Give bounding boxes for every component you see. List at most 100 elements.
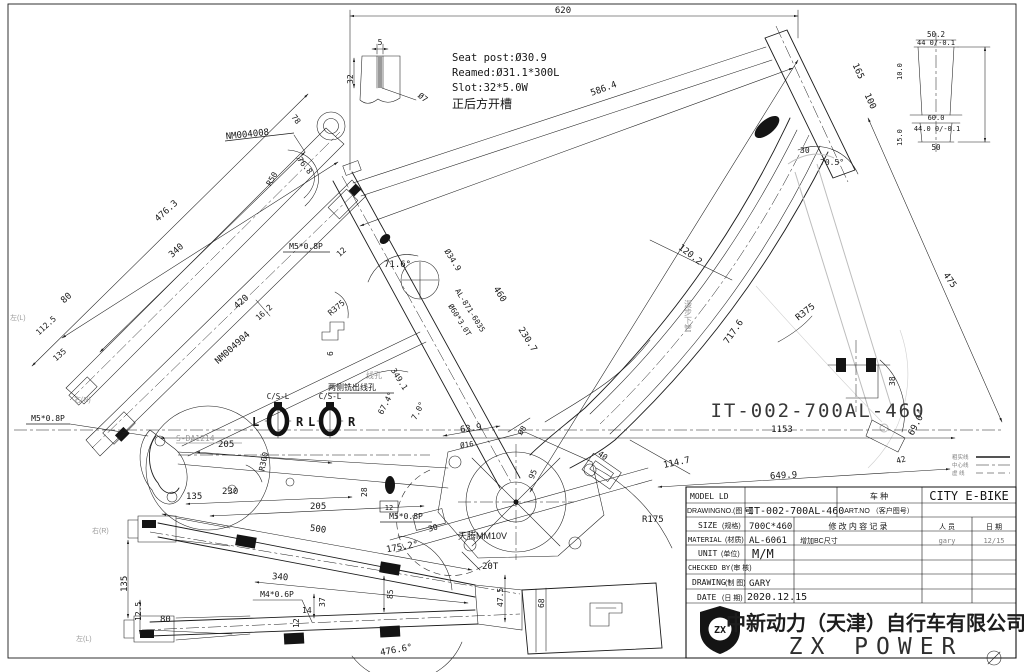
tb-unit-cn: (单位) [721, 549, 740, 558]
dim-586-4: 586.4 [589, 80, 618, 99]
dim-d16: Ø16 [460, 439, 475, 450]
dim-slot-32: 32 [346, 74, 355, 84]
dim-stay-80: 80 [59, 291, 74, 306]
note-slot-cn: 正后方开槽 [452, 96, 512, 111]
part-no-fork: NM004008 [225, 128, 269, 142]
dim-stay-112-5: 112.5 [34, 314, 58, 337]
dim-tv-12-5: 12.5 [134, 602, 143, 621]
bolt-m4: M4*0.6P [260, 590, 294, 599]
dim-500: 500 [309, 524, 326, 536]
dim-100: 100 [862, 92, 878, 111]
linetype-legend: 粗实线 中心线 虚 线 [952, 453, 1010, 477]
dim-stay-135: 135 [51, 347, 68, 363]
note-reamed: Reamed:Ø31.1*300L [452, 67, 559, 79]
dim-r175: R175 [642, 515, 664, 525]
tb-checked-label: CHECKED BY [688, 564, 731, 572]
label-downtube-cn: 漫步下管 [684, 299, 693, 333]
label-right-r-tv: 右(R) [92, 526, 109, 535]
dim-70-5: 70.5° [820, 158, 844, 167]
tb-rev1-date: 12/15 [983, 537, 1004, 545]
legend-hidden-label: 虚 线 [952, 469, 965, 477]
dim-r300: R300 [257, 451, 270, 472]
dim-tv-14: 14 [302, 606, 312, 615]
dim-slot-d7: Ø7 [416, 90, 430, 104]
frame-side-view [14, 25, 1003, 560]
dim-28: 28 [360, 487, 369, 497]
tb-rev1-person: gary [939, 537, 956, 545]
label-csl-1: C/S-L [267, 392, 290, 401]
tb-material-label: MATERIAL [688, 536, 722, 544]
dim-120-2: 120.2 [676, 243, 704, 268]
dim-205-a: 205 [218, 440, 234, 450]
dim-stay-16-2: 16.2 [254, 303, 274, 323]
legend-center-label: 中心线 [952, 461, 969, 469]
dim-fork-476: 476.3 [153, 199, 180, 225]
dim-tv-135: 135 [120, 576, 130, 592]
label-l-2: L [308, 415, 315, 429]
tb-drawingno-label: DRAWINGNO.(图 号) [687, 507, 754, 515]
stay-assembly-lower [61, 161, 367, 457]
dim-620: 620 [555, 6, 571, 16]
label-right-r-stay: 右(R) [74, 395, 91, 404]
label-csl-2: C/S-L [319, 392, 342, 401]
tb-checked-cn: (审 核) [731, 563, 752, 572]
part-no-stay: NM004904 [213, 330, 252, 366]
dim-76-8: 76.8 [295, 155, 314, 176]
label-l-1: L [252, 415, 259, 429]
dimension-labels: 476.3 340 NM004008 R50 76.8 78 12 M5*0.8… [10, 6, 960, 658]
dim-63-9: 63.9 [460, 423, 483, 436]
dim-67-4: 67.4° [376, 391, 395, 416]
dim-ht-44-top: 44 0/-0.1 [917, 39, 955, 47]
tb-size-value: 700C*460 [749, 522, 792, 532]
company-logo: ZX [700, 606, 740, 654]
dim-68: 68 [537, 598, 547, 608]
dim-ht-10: 10.0 [896, 63, 904, 80]
tb-drawingno-value: IT-002-700AL-460 [748, 506, 844, 517]
tb-drawing-cn: (制 图) [725, 578, 746, 587]
dim-71-6: 71.6° [384, 260, 411, 270]
tb-drawing-value: GARY [749, 579, 771, 589]
dim-ht-44-bot: 44.0 0/-0.1 [914, 125, 960, 133]
tb-date-value: 2020.12.15 [747, 592, 807, 603]
dim-42: 42 [895, 454, 907, 465]
dim-tv-340: 340 [272, 572, 289, 583]
part-no-main: IT-002-700AL-460 [710, 400, 925, 422]
legend-solid-label: 粗实线 [952, 453, 969, 461]
note-slot: Slot:32*5.0W [452, 82, 529, 94]
tb-material-value: AL-6061 [749, 536, 787, 546]
dim-tv-80: 80 [160, 615, 171, 625]
note-seatpost: Seat post:Ø30.9 [452, 52, 547, 64]
title-block: MODEL LD 车 种 CITY E-BIKE DRAWINGNO.(图 号)… [685, 486, 1024, 660]
dim-95: 95 [527, 468, 539, 480]
tb-vehicle-cn: 车 种 [870, 491, 888, 501]
dim-620 [349, 9, 799, 171]
seatpost-slot-detail [352, 43, 417, 104]
cable-guide-symbols [264, 402, 344, 439]
bolt-m5-stay: M5*0.8P [289, 242, 323, 251]
dim-175-2: 175.2° [386, 540, 420, 555]
tb-unit-value: M/M [752, 547, 774, 561]
dim-tv-37: 37 [318, 597, 327, 607]
dim-ht-15: 15.0 [896, 129, 904, 146]
tb-person-header: 人 员 [939, 523, 955, 531]
tb-model-label: MODEL LD [690, 492, 729, 501]
dim-20t: 20T [482, 562, 499, 572]
dim-460: 460 [491, 285, 508, 304]
tb-date-cn: (日 期) [722, 594, 743, 602]
projection-symbol [986, 650, 1002, 666]
dim-78: 78 [289, 113, 302, 126]
label-wire-hole: 线孔 [366, 370, 382, 380]
dim-649-9: 649.9 [770, 470, 798, 481]
dim-717-6: 717.6 [722, 318, 746, 346]
part-no-hanger: S-DA1214 [176, 434, 215, 443]
label-motor: 天腾MM10V [458, 530, 507, 541]
dim-205-b: 205 [310, 502, 326, 512]
tb-rev-header: 修 改 内 容 记 录 [828, 521, 887, 531]
tb-date-header: 日 期 [986, 523, 1002, 531]
dim-slot-5: 5 [378, 38, 383, 47]
dim-d34-9: Ø34.9 [442, 247, 463, 273]
dim-7-0: 7.0° [410, 400, 427, 421]
dim-stay-r375: R375 [326, 298, 347, 317]
motor-bottom-detail [389, 467, 653, 623]
